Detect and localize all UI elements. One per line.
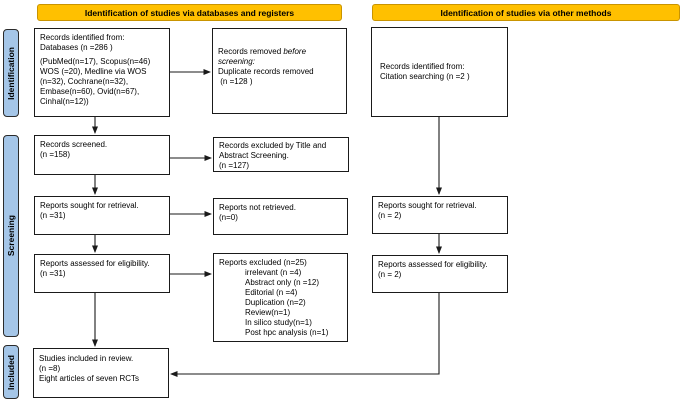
box-text-line: (n =31) [40,211,66,220]
box-text-line: screening: [218,57,343,67]
box-text-line: Records screened. [40,140,108,149]
box-text-line: Records removed before [218,47,343,57]
exclusion-reason: Post hpc analysis (n=1) [245,328,329,337]
box-text-line: Eight articles of seven RCTs [39,374,140,383]
box-text-italic: before [283,47,307,56]
box-text-line: Citation searching (n =2 ) [380,72,470,81]
box-text-line: (n = 2) [378,270,402,279]
stage-label-included-text: Included [6,354,16,390]
box-text-line: Duplicate records removed [218,67,314,76]
box-text-line: Reports not retrieved. [219,203,296,212]
box-text-line: (n =31) [40,269,66,278]
exclusion-reason: Editorial (n =4) [245,288,298,297]
box-studies-included: Studies included in review. (n =8) Eight… [33,348,169,398]
box-records-identified-citation: Records identified from: Citation search… [371,27,508,117]
box-records-excluded-title-abstract: Records excluded by Title and Abstract S… [213,137,349,172]
box-records-removed-before-screening: Records removed before screening: Duplic… [212,28,347,114]
box-text-line: Embase(n=60), Ovid(n=67), [40,87,140,96]
header-databases-registers: Identification of studies via databases … [37,4,342,21]
stage-label-screening-text: Screening [6,215,16,257]
box-text-line: Databases (n =286 ) [40,43,113,52]
box-text-segment: Records removed [218,47,284,56]
box-text-line: Records identified from: [40,33,125,42]
stage-label-identification-text: Identification [6,46,16,100]
box-text-line: Reports sought for retrieval. [378,201,477,210]
header-other-methods: Identification of studies via other meth… [372,4,680,21]
box-text-line: (n = 2) [378,211,402,220]
box-text-line: (n =128 ) [218,77,253,86]
box-text-line: Abstract Screening. [219,151,289,160]
exclusion-reason: irrelevant (n =4) [245,268,302,277]
box-reports-excluded-reasons: Reports excluded (n=25) irrelevant (n =4… [213,253,348,342]
box-text-line: (n =158) [40,150,71,159]
box-text-line: Reports assessed for eligibility. [378,260,488,269]
stage-label-identification: Identification [3,29,19,117]
box-other-reports-assessed-eligibility: Reports assessed for eligibility. (n = 2… [372,255,508,293]
stage-label-screening: Screening [3,135,19,337]
box-text-line: Records identified from: [380,62,465,71]
box-text-italic: screening: [218,57,255,66]
box-reports-not-retrieved: Reports not retrieved. (n=0) [213,198,348,235]
box-text-line: Reports sought for retrieval. [40,201,139,210]
box-text-line: Records excluded by Title and [219,141,327,150]
box-text-line: Reports excluded (n=25) [219,258,307,267]
box-text-line: (n=32), Cochrane(n=32), [40,77,129,86]
box-text-line: (PubMed(n=17), Scopus(n=46) [40,57,151,66]
box-other-reports-sought-retrieval: Reports sought for retrieval. (n = 2) [372,196,508,234]
box-text-line: Studies included in review. [39,354,134,363]
box-text-line: (n =127) [219,161,250,170]
box-reports-assessed-eligibility: Reports assessed for eligibility. (n =31… [34,254,170,293]
exclusion-reason: Review(n=1) [245,308,291,317]
box-records-identified-databases: Records identified from: Databases (n =2… [34,28,170,117]
exclusion-reason: Abstract only (n =12) [245,278,320,287]
box-text-line: Reports assessed for eligibility. [40,259,150,268]
box-text-line: WOS (=20), Medline via WOS [40,67,147,76]
box-text-line: Cinhal(n=12)) [40,97,89,106]
box-reports-sought-retrieval: Reports sought for retrieval. (n =31) [34,196,170,235]
stage-label-included: Included [3,345,19,399]
exclusion-reason: Duplication (n=2) [245,298,306,307]
exclusion-reason: In silico study(n=1) [245,318,312,327]
box-records-screened: Records screened. (n =158) [34,135,170,175]
box-text-line: (n =8) [39,364,61,373]
box-text-line: (n=0) [219,213,238,222]
